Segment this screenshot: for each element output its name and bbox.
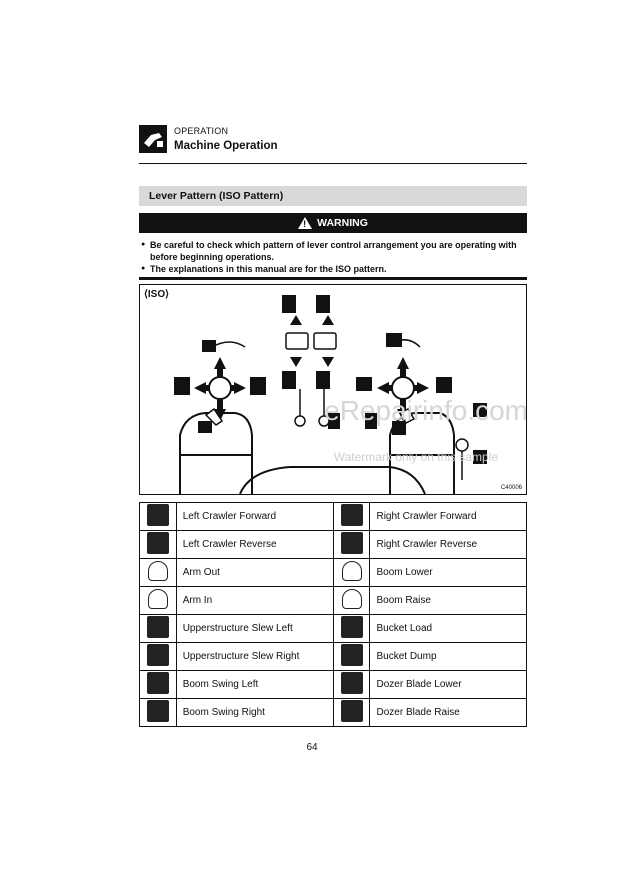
- arm-out-icon: [147, 561, 168, 581]
- left-crawler-reverse-icon: [146, 532, 169, 554]
- legend-label: Right Crawler Reverse: [369, 530, 527, 559]
- warning-bullet: Be careful to check which pattern of lev…: [141, 239, 527, 263]
- boom-lower-icon: [341, 561, 362, 581]
- legend-row: Arm Out Boom Lower: [139, 558, 527, 587]
- legend-label: Upperstructure Slew Left: [175, 614, 334, 643]
- lever-pattern-illustration: [174, 295, 487, 494]
- legend-icon-cell: [139, 530, 177, 559]
- legend-icon-cell: [332, 642, 371, 671]
- legend-icon-cell: [139, 586, 177, 615]
- legend-label: Bucket Load: [369, 614, 527, 643]
- legend-label: Arm Out: [175, 558, 334, 587]
- page-title: Machine Operation: [174, 140, 278, 152]
- watermark-note: Watermark only on this sample: [333, 450, 498, 464]
- warning-label: WARNING: [317, 217, 368, 229]
- slew-left-icon: [146, 616, 169, 638]
- legend-label: Arm In: [175, 586, 334, 615]
- boom-raise-icon: [341, 589, 362, 609]
- watermark-site: eRepairinfo.com: [324, 395, 527, 426]
- legend-icon-cell: [139, 642, 177, 671]
- dozer-blade-lower-icon: [340, 672, 363, 694]
- lever-legend-table: Left Crawler Forward Right Crawler Forwar…: [139, 502, 527, 727]
- left-crawler-forward-icon: [146, 504, 169, 526]
- legend-icon-cell: [332, 530, 371, 559]
- legend-row: Left Crawler Reverse Right Crawler Revers…: [139, 530, 527, 559]
- arm-in-icon: [147, 589, 168, 609]
- legend-icon-cell: [332, 670, 371, 699]
- legend-label: Left Crawler Reverse: [175, 530, 334, 559]
- legend-row: Left Crawler Forward Right Crawler Forwar…: [139, 502, 527, 531]
- right-crawler-reverse-icon: [340, 532, 363, 554]
- section-title: Lever Pattern (ISO Pattern): [149, 190, 284, 202]
- warning-banner: ! WARNING: [139, 213, 527, 233]
- boom-swing-left-icon: [146, 672, 169, 694]
- legend-icon-cell: [139, 670, 177, 699]
- warning-bullets: Be careful to check which pattern of lev…: [141, 239, 527, 275]
- figure-code: C40006: [500, 485, 522, 491]
- header-category: OPERATION: [174, 126, 229, 136]
- legend-label: Boom Swing Left: [175, 670, 334, 699]
- operation-hand-icon: [139, 125, 167, 153]
- figure-label: ⟨ISO⟩: [144, 289, 170, 300]
- legend-row: Boom Swing Right Dozer Blade Raise: [139, 698, 527, 727]
- legend-row: Upperstructure Slew Left Bucket Load: [139, 614, 527, 643]
- section-heading: Lever Pattern (ISO Pattern): [139, 186, 527, 206]
- legend-label: Dozer Blade Raise: [369, 698, 527, 727]
- legend-row: Boom Swing Left Dozer Blade Lower: [139, 670, 527, 699]
- legend-label: Right Crawler Forward: [369, 502, 527, 531]
- boom-swing-right-icon: [146, 700, 169, 722]
- legend-label: Dozer Blade Lower: [369, 670, 527, 699]
- page-number: 64: [306, 742, 318, 753]
- legend-icon-cell: [332, 698, 371, 727]
- dozer-blade-raise-icon: [340, 700, 363, 722]
- legend-label: Boom Lower: [369, 558, 527, 587]
- legend-row: Upperstructure Slew Right Bucket Dump: [139, 642, 527, 671]
- legend-label: Upperstructure Slew Right: [175, 642, 334, 671]
- lever-pattern-figure: ⟨ISO⟩: [139, 284, 527, 495]
- right-crawler-forward-icon: [340, 504, 363, 526]
- legend-icon-cell: [332, 586, 371, 615]
- warning-triangle-icon: !: [298, 217, 313, 229]
- warning-bullet: The explanations in this manual are for …: [141, 263, 527, 275]
- legend-icon-cell: [139, 558, 177, 587]
- bucket-load-icon: [340, 616, 363, 638]
- legend-icon-cell: [332, 502, 371, 531]
- legend-label: Bucket Dump: [369, 642, 527, 671]
- warning-divider: [139, 277, 527, 280]
- legend-icon-cell: [332, 558, 371, 587]
- legend-icon-cell: [139, 614, 177, 643]
- header-divider: [139, 163, 527, 164]
- legend-icon-cell: [139, 502, 177, 531]
- legend-label: Left Crawler Forward: [175, 502, 334, 531]
- legend-icon-cell: [139, 698, 177, 727]
- legend-label: Boom Raise: [369, 586, 527, 615]
- legend-label: Boom Swing Right: [175, 698, 334, 727]
- slew-right-icon: [146, 644, 169, 666]
- legend-row: Arm In Boom Raise: [139, 586, 527, 615]
- legend-icon-cell: [332, 614, 371, 643]
- bucket-dump-icon: [340, 644, 363, 666]
